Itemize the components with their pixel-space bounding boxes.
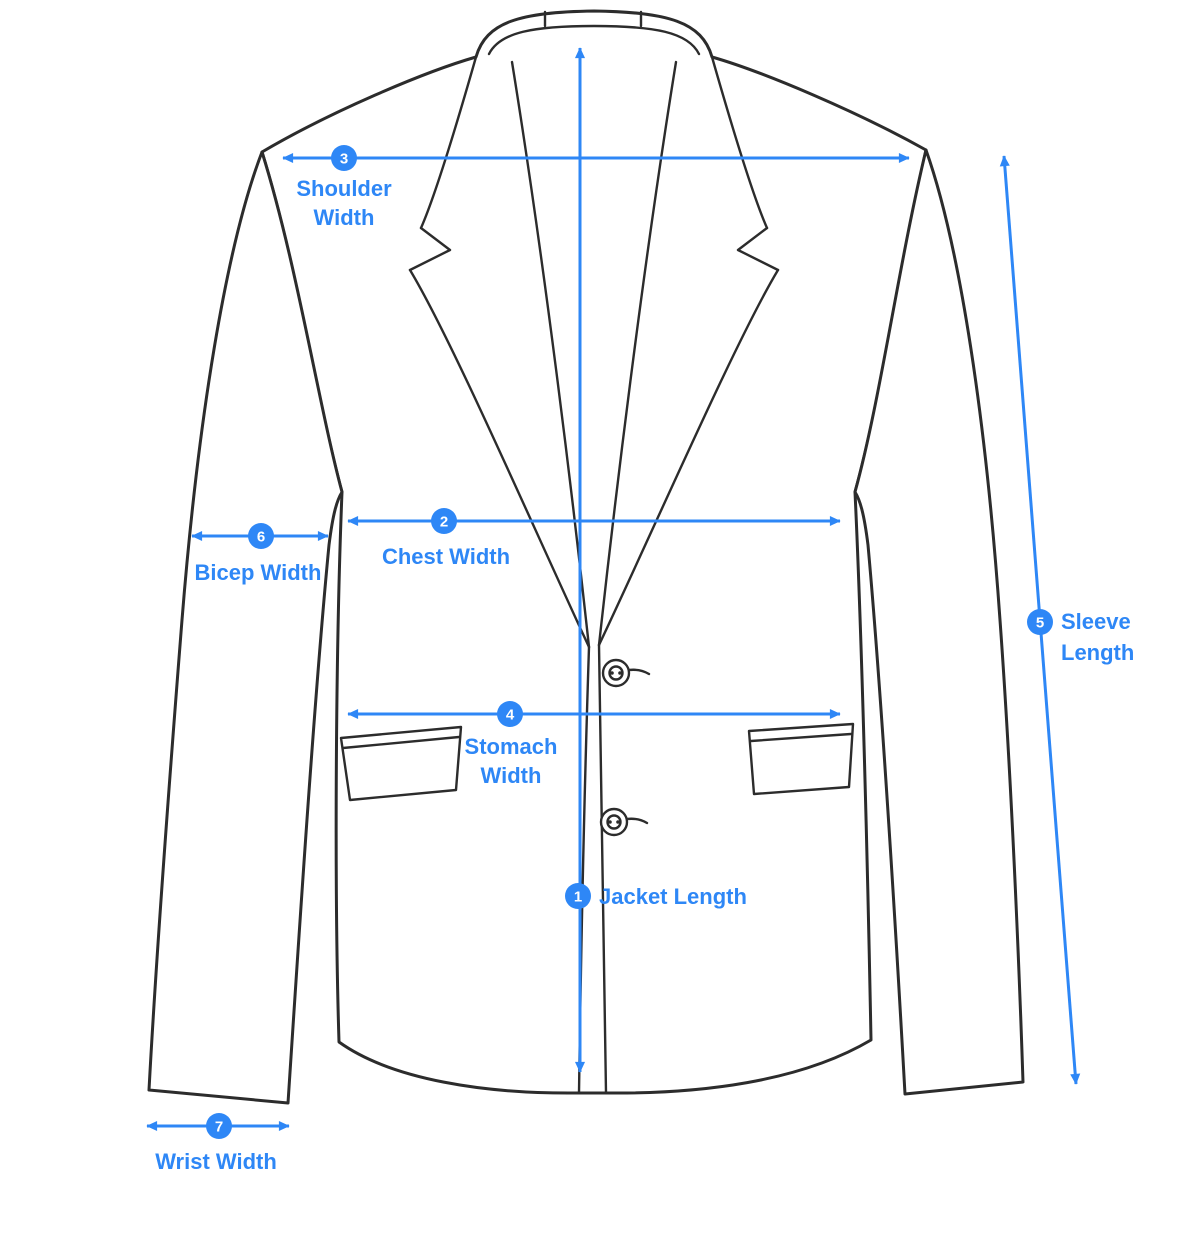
left-sleeve: [147, 150, 344, 1105]
bicep-width-label: Bicep Width: [195, 560, 322, 585]
measurement-shoulder-width: 3 Shoulder Width: [282, 145, 910, 230]
jacket-illustration: [147, 9, 1025, 1105]
measurement-stomach-width: 4 Stomach Width: [347, 701, 841, 788]
stomach-width-badge: [497, 701, 523, 727]
stomach-width-label-line1: Stomach: [465, 734, 558, 759]
measurement-bicep-width: 6 Bicep Width: [191, 523, 329, 585]
measurement-sleeve-length: 5 Sleeve Length: [999, 155, 1134, 1085]
shoulder-width-label-line2: Width: [314, 205, 375, 230]
collar-seam: [487, 24, 701, 56]
wrist-width-badge: [206, 1113, 232, 1139]
bicep-width-number: 6: [257, 529, 265, 546]
sleeve-length-number: 5: [1036, 615, 1044, 632]
bottom-button: [599, 807, 649, 837]
measurement-wrist-width: 7 Wrist Width: [146, 1113, 290, 1174]
top-button: [601, 658, 651, 688]
wrist-width-label: Wrist Width: [155, 1149, 277, 1174]
measurement-chest-width: 2 Chest Width: [347, 508, 841, 569]
right-lapel-roll-line: [597, 60, 678, 647]
left-lapel-edge: [408, 268, 591, 649]
left-notch: [408, 226, 452, 272]
right-lapel-edge: [597, 268, 780, 647]
sleeve-length-badge: [1027, 609, 1053, 635]
front-edge-right: [597, 643, 608, 1095]
sleeve-length-label-line2: Length: [1061, 640, 1134, 665]
chest-width-number: 2: [440, 514, 448, 531]
sleeve-length-label-line1: Sleeve: [1061, 609, 1131, 634]
stomach-width-label-line2: Width: [481, 763, 542, 788]
jacket-length-number: 1: [574, 889, 582, 906]
measurement-jacket-length: 1 Jacket Length: [565, 47, 747, 1073]
shoulder-width-label-line1: Shoulder: [296, 176, 392, 201]
jacket-length-label: Jacket Length: [599, 884, 747, 909]
jacket-body: [260, 9, 928, 1095]
right-notch: [736, 226, 780, 272]
stomach-width-number: 4: [506, 707, 515, 724]
shoulder-width-badge: [331, 145, 357, 171]
jacket-length-badge: [565, 883, 591, 909]
right-sleeve: [853, 148, 1025, 1096]
left-flap-pocket: [339, 725, 463, 802]
bicep-width-badge: [248, 523, 274, 549]
chest-width-label: Chest Width: [382, 544, 510, 569]
shoulder-width-number: 3: [340, 151, 348, 168]
wrist-width-number: 7: [215, 1119, 223, 1136]
chest-width-badge: [431, 508, 457, 534]
right-flap-pocket: [747, 722, 855, 796]
